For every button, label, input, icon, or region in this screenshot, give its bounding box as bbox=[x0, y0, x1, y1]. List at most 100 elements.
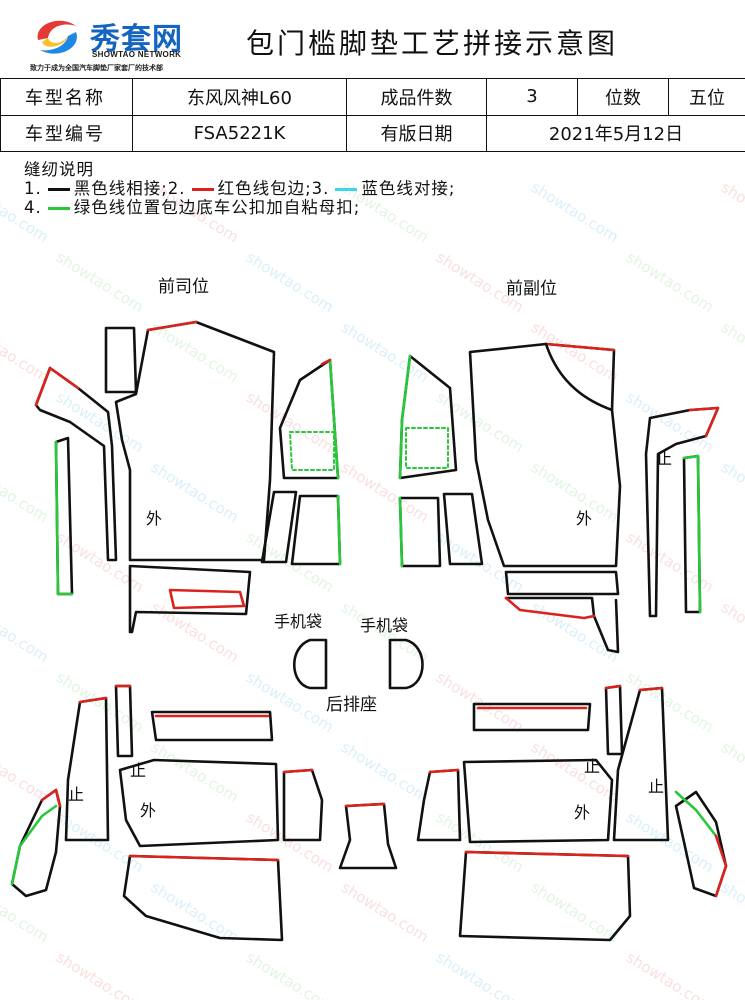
rl-sill-strip-red bbox=[40, 788, 62, 808]
fl-lower-right-green bbox=[336, 494, 342, 566]
fl-main-mat bbox=[114, 320, 276, 562]
rl-front-mat bbox=[122, 854, 284, 942]
rr-side-tall-red bbox=[638, 686, 664, 692]
rr-center-block bbox=[416, 768, 462, 842]
fl-outside-label: 外 bbox=[146, 509, 162, 528]
logo-name: 秀套网 bbox=[90, 22, 183, 57]
logo-swirl-icon bbox=[37, 20, 77, 54]
fr-heel-lower bbox=[504, 596, 620, 654]
model-code-value: FSA5221K bbox=[132, 114, 347, 152]
rr-stop-label-sill: 止 bbox=[648, 777, 664, 796]
fr-tunnel-green bbox=[398, 354, 412, 480]
note-2-text: 红色线包边;3. bbox=[217, 179, 330, 198]
pattern-date-value: 2021年5月12日 bbox=[486, 114, 745, 152]
rr-side-narrow-red bbox=[604, 684, 622, 690]
rl-top-strip bbox=[150, 710, 274, 742]
fr-main-mat-curve bbox=[544, 342, 614, 412]
phone-pocket-label-right: 手机袋 bbox=[360, 616, 409, 635]
fr-sill-strip bbox=[644, 406, 720, 618]
red-line-swatch bbox=[191, 188, 214, 191]
rl-center-block-red bbox=[282, 768, 314, 774]
fr-hook-loop-zone bbox=[405, 427, 449, 469]
fl-lower-left bbox=[260, 490, 298, 564]
rear-seat-label: 后排座 bbox=[326, 695, 377, 715]
seats-label: 位数 bbox=[577, 78, 669, 116]
rl-sill-strip-green bbox=[10, 804, 58, 886]
fr-sill-strip-top-edge bbox=[688, 406, 720, 438]
info-table: 车型名称 东风风神L60 成品件数 3 位数 五位 车型编号 FSA5221K … bbox=[0, 78, 745, 152]
note-1-text: 黑色线相接;2. bbox=[73, 179, 186, 198]
fr-lower-right bbox=[442, 492, 484, 566]
fr-stop-label: 止 bbox=[656, 449, 672, 468]
fl-tunnel-piece bbox=[278, 358, 340, 480]
model-name-value: 东风风神L60 bbox=[132, 78, 347, 116]
phone-pocket-left bbox=[293, 638, 328, 690]
sewing-notes-line-2: 4. 绿色线位置包边底车公扣加自粘母扣; bbox=[24, 198, 455, 217]
fl-sill-strip-top-edge bbox=[34, 366, 80, 407]
fr-sill-side-edge bbox=[682, 454, 702, 614]
rl-outside-label: 外 bbox=[140, 801, 156, 820]
sewing-notes-line-1: 1. 黑色线相接;2. 红色线包边;3. 蓝色线对接; bbox=[24, 179, 455, 198]
fl-tunnel-green bbox=[328, 358, 340, 480]
note-3-text: 蓝色线对接; bbox=[361, 179, 456, 198]
front-driver-label: 前司位 bbox=[158, 277, 209, 297]
phone-pocket-right bbox=[388, 638, 424, 690]
rr-side-tall bbox=[612, 686, 670, 842]
rr-front-mat bbox=[458, 850, 632, 942]
fr-main-mat-red-edge bbox=[544, 342, 616, 352]
rl-front-mat-red bbox=[128, 854, 280, 862]
rl-side-narrow bbox=[114, 684, 134, 758]
rl-center-block bbox=[282, 768, 324, 842]
sewing-notes: 缝纫说明 1. 黑色线相接;2. 红色线包边;3. 蓝色线对接; 4. 绿色线位置包边底… bbox=[24, 160, 455, 217]
fl-side-narrow bbox=[104, 326, 138, 394]
fl-sill-side-edge bbox=[54, 440, 74, 596]
rl-main-mat bbox=[118, 758, 280, 848]
rl-stop-label-sill: 止 bbox=[68, 785, 84, 804]
rr-top-strip bbox=[472, 702, 592, 732]
rl-sill-strip bbox=[10, 788, 62, 898]
rr-front-mat-red bbox=[464, 850, 630, 858]
rr-stop-label-mat: 止 bbox=[584, 757, 600, 776]
fl-tunnel-red bbox=[320, 358, 332, 366]
fr-main-mat bbox=[468, 342, 622, 568]
rr-main-mat bbox=[462, 758, 614, 844]
sewing-notes-heading: 缝纫说明 bbox=[24, 160, 94, 179]
fl-main-mat-red-edge bbox=[146, 320, 198, 332]
logo-slogan: 致力于成为全国汽车脚垫厂家套厂的技术部 bbox=[30, 64, 163, 72]
piece-count-value: 3 bbox=[486, 78, 578, 116]
rl-side-tall bbox=[64, 696, 110, 842]
fl-heel-strip-edge bbox=[168, 588, 246, 610]
logo-english: SHOWTAO NETWORK bbox=[92, 50, 182, 59]
model-code-label: 车型编号 bbox=[0, 114, 133, 152]
piece-count-label: 成品件数 bbox=[346, 78, 487, 116]
fr-outside-label: 外 bbox=[576, 509, 592, 528]
seats-value: 五位 bbox=[668, 78, 745, 116]
fr-lower-left-green bbox=[398, 496, 404, 568]
rr-center-block-red bbox=[428, 768, 460, 774]
document-header: 秀套网 SHOWTAO NETWORK 致力于成为全国汽车脚垫厂家套厂的技术部 … bbox=[0, 0, 745, 78]
green-line-swatch bbox=[47, 207, 70, 210]
fr-heel-strip bbox=[504, 570, 620, 596]
document-title: 包门槛脚垫工艺拼接示意图 bbox=[246, 27, 619, 60]
blue-line-swatch bbox=[335, 188, 358, 191]
front-passenger-label: 前副位 bbox=[506, 279, 557, 299]
rr-side-narrow bbox=[604, 684, 624, 756]
rl-side-tall-red bbox=[78, 696, 108, 704]
note-1-prefix: 1. bbox=[24, 179, 42, 198]
rl-stop-label-mat: 止 bbox=[130, 761, 146, 780]
rr-sill-strip-green bbox=[674, 790, 718, 838]
fl-hook-loop-zone bbox=[289, 431, 335, 471]
brand-logo: 秀套网 SHOWTAO NETWORK 致力于成为全国汽车脚垫厂家套厂的技术部 bbox=[18, 10, 218, 74]
rr-sill-strip-red bbox=[714, 834, 728, 898]
phone-pocket-label-left: 手机袋 bbox=[274, 612, 323, 631]
fr-lower-left bbox=[398, 496, 442, 568]
fl-heel-strip bbox=[128, 564, 252, 634]
note-4-prefix: 4. bbox=[24, 198, 42, 217]
info-row-2: 车型编号 FSA5221K 有版日期 2021年5月12日 bbox=[0, 114, 745, 152]
rear-center-tunnel bbox=[338, 802, 398, 870]
info-row-1: 车型名称 东风风神L60 成品件数 3 位数 五位 bbox=[0, 78, 745, 116]
note-4-text: 绿色线位置包边底车公扣加自粘母扣; bbox=[73, 198, 361, 217]
black-line-swatch bbox=[47, 188, 70, 191]
fl-lower-right bbox=[290, 494, 342, 566]
